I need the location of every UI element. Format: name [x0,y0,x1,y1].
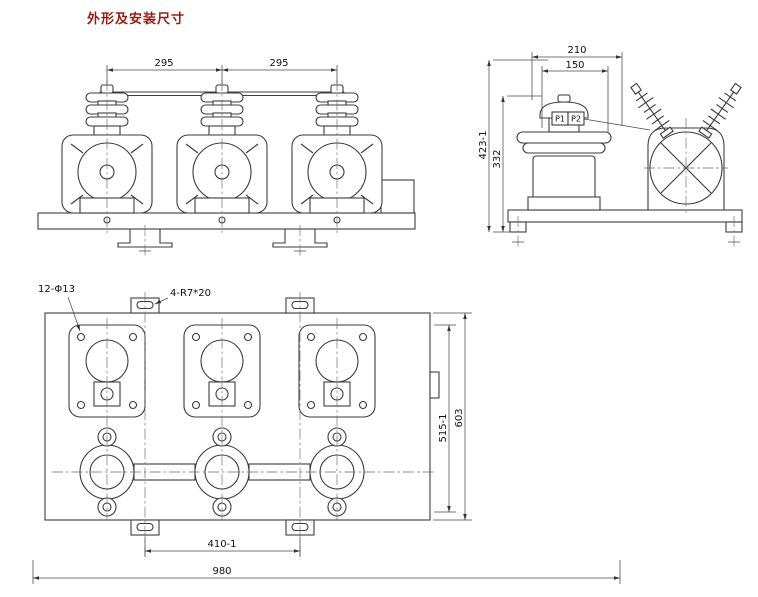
shed-upper [516,131,612,144]
core-frame [647,127,725,211]
side-view: P1 P2 210 150 423-1 [478,45,747,247]
shed-lower [522,142,606,154]
dim-295-left: 295 [154,58,173,69]
v-insulator-left [625,79,677,141]
dimension-332: 332 [492,95,542,232]
base-plate [37,212,416,230]
dimension-410: 410-1 [144,537,301,557]
dimension-150: 150 [541,60,609,133]
side-centerlines [517,118,735,247]
dim-515: 515-1 [438,413,449,442]
dim-332: 332 [492,149,503,168]
dimension-980: 980 [32,560,621,584]
dimension-515: 515-1 [434,324,456,513]
tank-flange [527,196,601,211]
label-mounting-holes: 12-Φ13 [38,284,81,332]
terminal-leader [583,118,651,131]
centerlines [106,80,338,257]
front-view: 295 295 [37,58,416,257]
dim-410: 410-1 [207,539,236,550]
dim-210: 210 [567,45,586,56]
dim-423: 423-1 [478,130,489,159]
label-slots: 4-R7*20 [170,288,211,299]
side-feet [509,221,743,233]
dim-603: 603 [454,408,465,427]
p2-label: P2 [571,115,581,124]
p1-label: P1 [555,115,565,124]
dimension-phase-spacing: 295 295 [106,58,338,84]
v-insulator-right [695,79,747,141]
label-holes: 12-Φ13 [38,284,75,295]
label-mounting-slots: 4-R7*20 [154,288,211,305]
plan-outline [44,312,431,521]
side-base-plate [507,209,743,223]
dim-980: 980 [212,566,231,577]
terminal-box-protrusion [380,179,415,214]
dim-295-right: 295 [269,58,288,69]
dim-150: 150 [565,60,584,71]
top-terminal [557,94,571,103]
primary-terminals: P1 P2 [551,111,585,126]
p2-box [567,111,585,126]
dimension-423: 423-1 [478,59,548,233]
plan-view: 12-Φ13 4-R7*20 515-1 603 410-1 [32,284,621,584]
dimension-603: 603 [433,312,472,521]
drawing-title: 外形及安装尺寸 [87,12,186,27]
plan-side-bump [429,371,440,399]
plan-centerlines [52,292,434,560]
